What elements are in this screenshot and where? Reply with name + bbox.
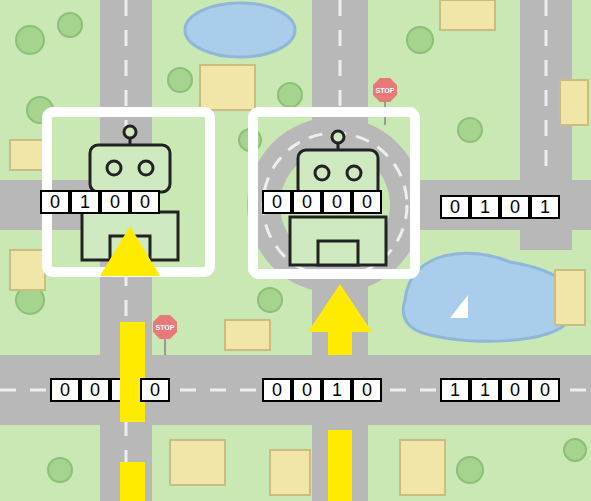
binary-digit-cell: 1 [470,195,500,219]
binary-digit-cell: 0 [262,378,292,402]
binary-digit-cell: 0 [352,190,382,214]
binary-digit-cell: 0 [292,190,322,214]
binary-digit-cell: 1 [530,195,560,219]
binary-digit-cell: 0 [40,190,70,214]
binary-digit-cell: 0 [500,378,530,402]
binary-digit-cell: 1 [440,378,470,402]
stop-sign-text: STOP [153,315,177,339]
binary-digit-cell: 0 [440,195,470,219]
binary-digit-cell: 0 [322,190,352,214]
binary-digit-cell: 0 [130,190,160,214]
binary-digit-cell: 0 [80,378,110,402]
binary-digit-cell: 0 [140,378,170,402]
binary-digit-cell: 1 [470,378,500,402]
binary-digit-cell: 1 [70,190,100,214]
stop-sign-text: STOP [373,78,397,102]
binary-digit-cell: 0 [50,378,80,402]
binary-digit-cell: 1 [322,378,352,402]
binary-digit-cell: 0 [500,195,530,219]
binary-digit-cell: 0 [530,378,560,402]
binary-digit-cell: 0 [352,378,382,402]
binary-digit-cell: 0 [292,378,322,402]
binary-digit-cell: 0 [262,190,292,214]
binary-digit-cell: 0 [100,190,130,214]
